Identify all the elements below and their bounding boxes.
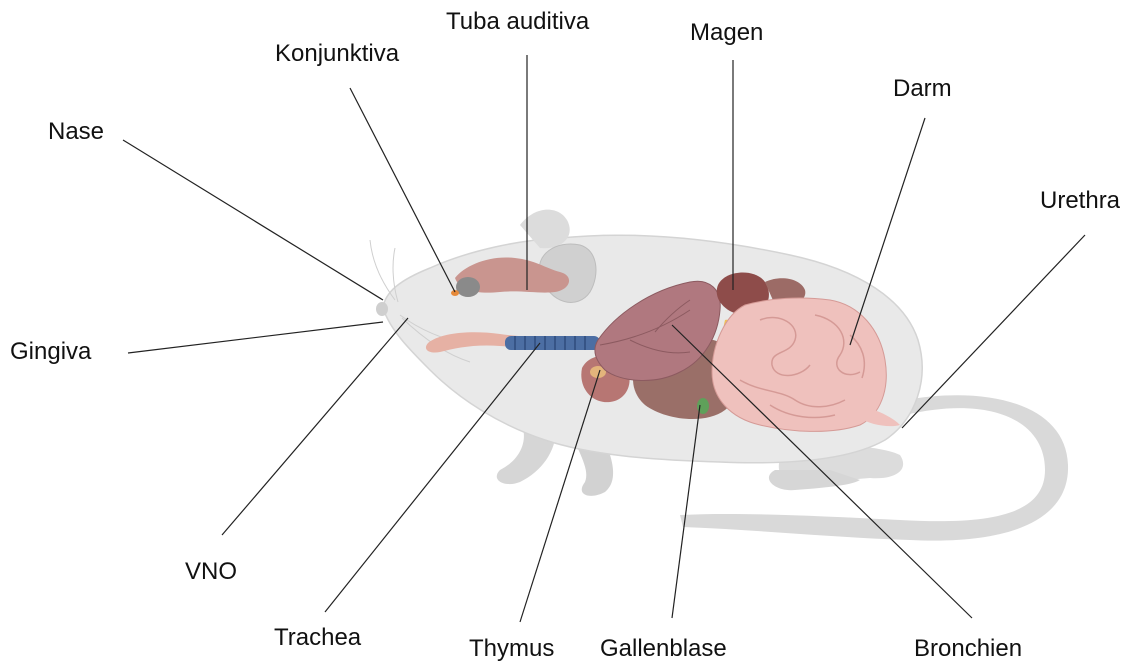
trachea (505, 336, 600, 350)
leader-line-gingiva (128, 322, 383, 353)
leader-line-vno (222, 318, 408, 535)
nose-tip (376, 302, 388, 316)
label-nase: Nase (48, 120, 104, 144)
label-thymus: Thymus (469, 637, 554, 661)
eye (456, 277, 480, 297)
label-tuba-auditiva: Tuba auditiva (446, 10, 589, 34)
label-gingiva: Gingiva (10, 340, 91, 364)
label-trachea: Trachea (274, 626, 361, 650)
label-magen: Magen (690, 21, 763, 45)
label-bronchien: Bronchien (914, 637, 1022, 661)
label-gallenblase: Gallenblase (600, 637, 727, 661)
label-konjunktiva: Konjunktiva (275, 42, 399, 66)
leader-line-nase (123, 140, 383, 300)
leader-line-konjunktiva (350, 88, 455, 292)
label-urethra: Urethra (1040, 189, 1120, 213)
label-darm: Darm (893, 77, 952, 101)
label-vno: VNO (185, 560, 237, 584)
